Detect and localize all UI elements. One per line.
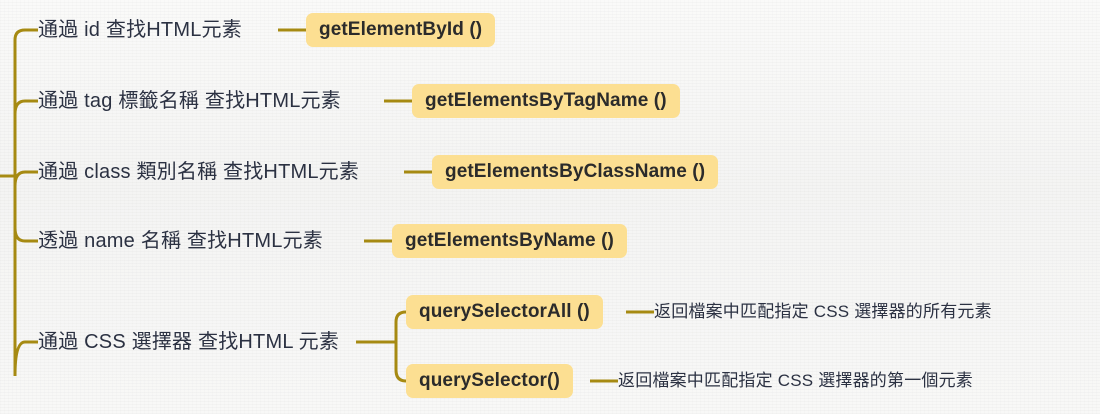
branch-label-by-class[interactable]: 通過 class 類別名稱 查找HTML元素 (38, 161, 360, 183)
method-badge-by-name[interactable]: getElementsByName () (392, 224, 627, 258)
elbow-by-css (13, 340, 38, 377)
subbranch-elbow-one (394, 342, 407, 383)
method-badge-query-selector-all[interactable]: querySelectorAll () (406, 295, 603, 329)
method-badge-by-class[interactable]: getElementsByClassName () (432, 155, 719, 189)
elbow-by-name (13, 227, 38, 243)
elbow-by-class (13, 170, 38, 187)
branch-label-by-css[interactable]: 通過 CSS 選擇器 查找HTML 元素 (38, 331, 340, 353)
elbow-by-tag (13, 99, 38, 115)
description-query-selector: 返回檔案中匹配指定 CSS 選擇器的第一個元素 (618, 371, 973, 390)
description-query-selector-all: 返回檔案中匹配指定 CSS 選擇器的所有元素 (654, 302, 992, 321)
method-badge-by-tag[interactable]: getElementsByTagName () (412, 84, 680, 118)
subbranch-elbow-all (394, 310, 407, 342)
branch-label-by-id[interactable]: 通過 id 查找HTML元素 (38, 19, 242, 41)
method-badge-by-id[interactable]: getElementById () (306, 13, 496, 47)
branch-label-by-tag[interactable]: 通過 tag 標籤名稱 查找HTML元素 (38, 90, 341, 112)
branch-label-by-name[interactable]: 透過 name 名稱 查找HTML元素 (38, 230, 323, 252)
elbow-by-id (13, 28, 38, 54)
method-badge-query-selector[interactable]: querySelector() (406, 364, 573, 398)
